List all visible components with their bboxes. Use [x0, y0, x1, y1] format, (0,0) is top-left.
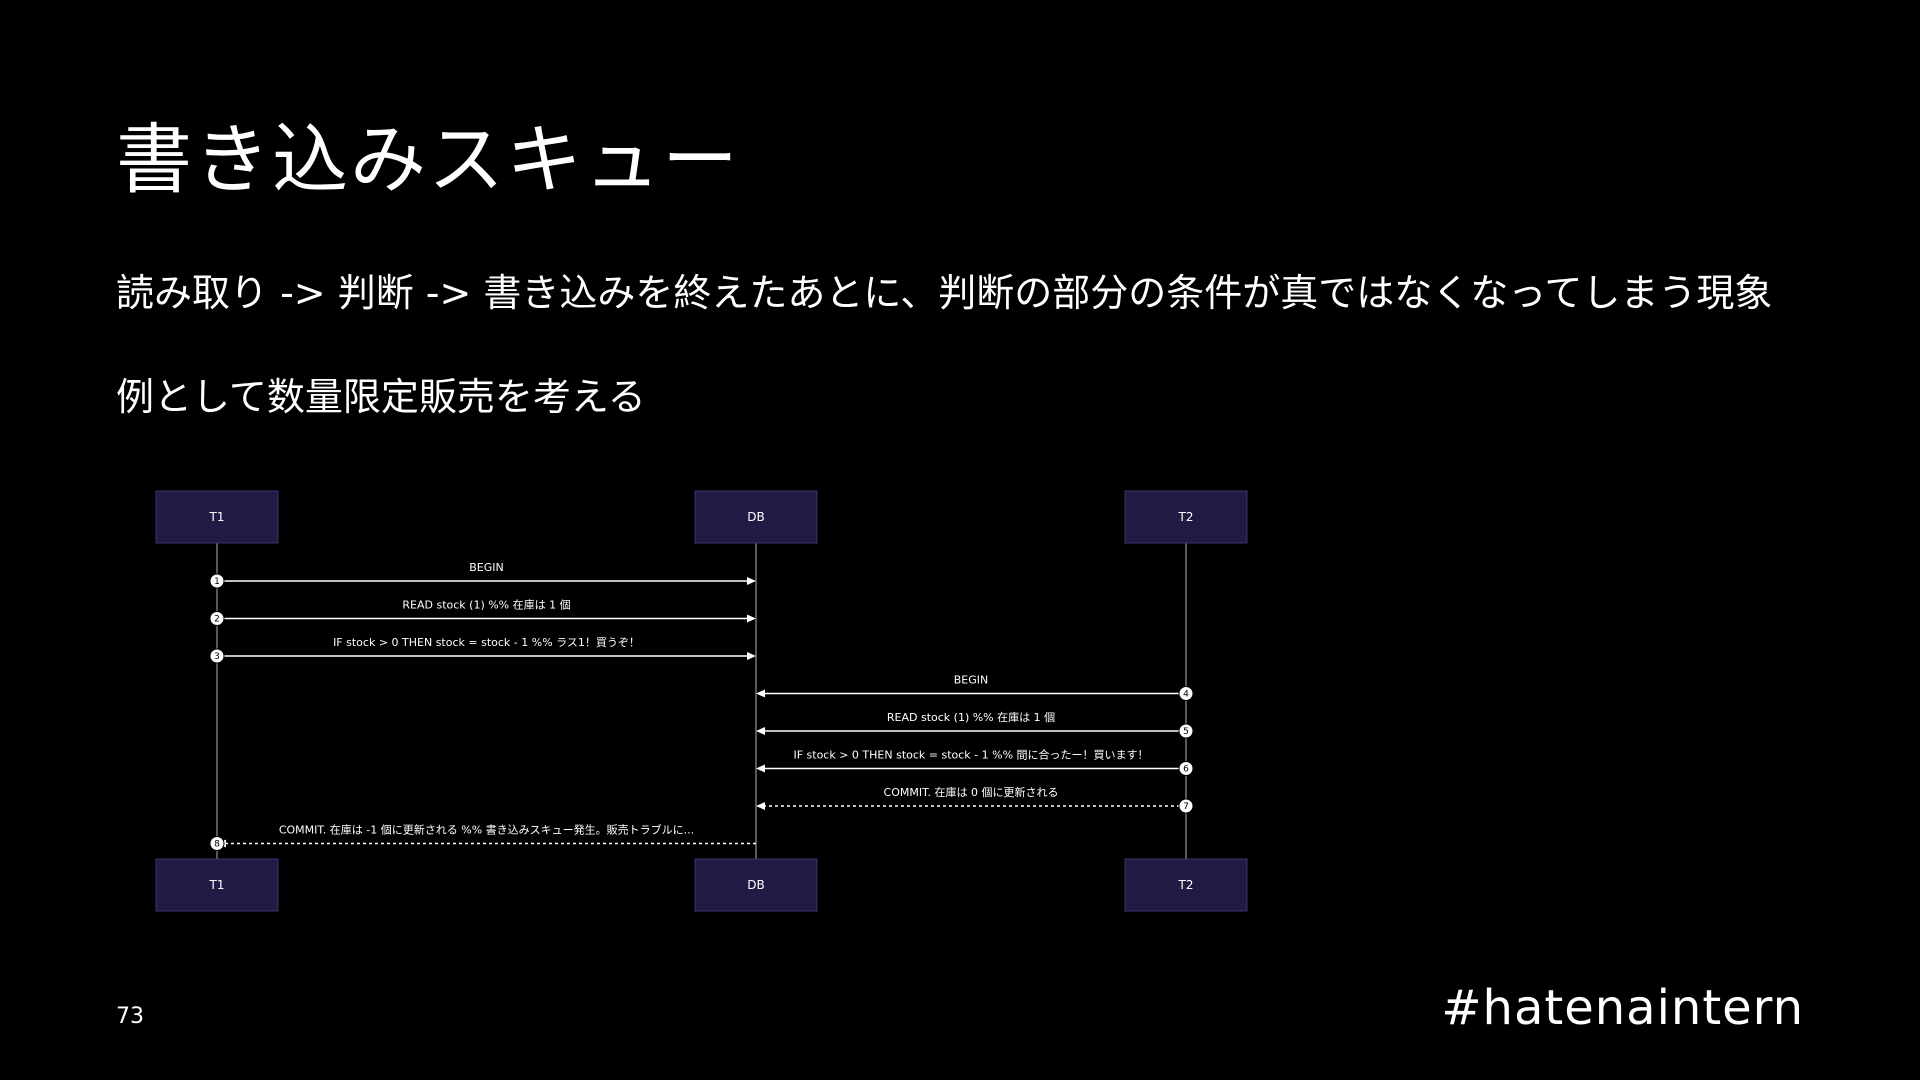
example-line: 例として数量限定販売を考える	[116, 375, 646, 419]
sequence-number-badge-2	[209, 611, 225, 626]
arrowhead-4	[756, 689, 765, 698]
message-label-6: IF stock > 0 THEN stock = stock - 1 %% 間…	[793, 748, 1148, 762]
arrowhead-5	[756, 727, 765, 735]
participant-label-t2-bottom: T2	[1178, 878, 1194, 892]
arrowhead-6	[756, 764, 765, 773]
participant-label-t1-top: T1	[209, 510, 225, 524]
sequence-number-3: 3	[214, 652, 220, 662]
arrowhead-3	[747, 652, 756, 660]
sequence-number-4: 4	[1183, 690, 1189, 700]
message-label-4: BEGIN	[954, 674, 989, 687]
participant-box-t1-bottom	[155, 858, 279, 912]
sequence-number-badge-1	[209, 573, 225, 589]
slide-title: 書き込みスキュー	[116, 115, 740, 204]
page-number: 73	[116, 1004, 144, 1029]
sequence-number-badge-5	[1178, 723, 1194, 739]
participant-box-db-bottom	[694, 858, 818, 912]
sequence-number-2: 2	[214, 615, 220, 625]
message-label-1: BEGIN	[469, 561, 504, 574]
sequence-number-1: 1	[214, 577, 220, 587]
arrowhead-2	[747, 614, 756, 623]
participant-box-t2-bottom	[1124, 858, 1248, 912]
sequence-number-6: 6	[1183, 765, 1189, 775]
arrowhead-1	[747, 577, 756, 585]
hashtag: #hatenaintern	[1441, 980, 1804, 1036]
participant-box-t1-top	[155, 490, 279, 544]
sequence-number-badge-3	[209, 648, 225, 664]
participant-label-t2-top: T2	[1178, 510, 1194, 524]
description-line: 読み取り -> 判断 -> 書き込みを終えたあとに、判断の部分の条件が真ではなく…	[116, 271, 1773, 315]
message-label-5: READ stock (1) %% 在庫は 1 個	[887, 710, 1055, 724]
sequence-number-badge-6	[1178, 761, 1194, 776]
sequence-number-badge-4	[1178, 686, 1194, 701]
message-label-3: IF stock > 0 THEN stock = stock - 1 %% ラ…	[333, 636, 640, 649]
participant-label-db-top: DB	[747, 510, 764, 524]
participant-box-t2-top	[1124, 490, 1248, 544]
participant-label-db-bottom: DB	[747, 878, 764, 892]
sequence-number-7: 7	[1183, 802, 1189, 812]
sequence-number-badge-8	[209, 836, 225, 851]
participant-box-db-top	[694, 490, 818, 544]
message-label-2: READ stock (1) %% 在庫は 1 個	[402, 598, 570, 612]
message-label-8: COMMIT. 在庫は -1 個に更新される %% 書き込みスキュー発生。販売ト…	[279, 823, 694, 837]
sequence-number-badge-7	[1178, 798, 1194, 814]
arrowhead-7	[756, 802, 765, 810]
message-label-7: COMMIT. 在庫は 0 個に更新される	[884, 785, 1059, 799]
participant-label-t1-bottom: T1	[209, 878, 225, 892]
sequence-number-8: 8	[214, 840, 220, 850]
sequence-number-5: 5	[1183, 727, 1189, 737]
